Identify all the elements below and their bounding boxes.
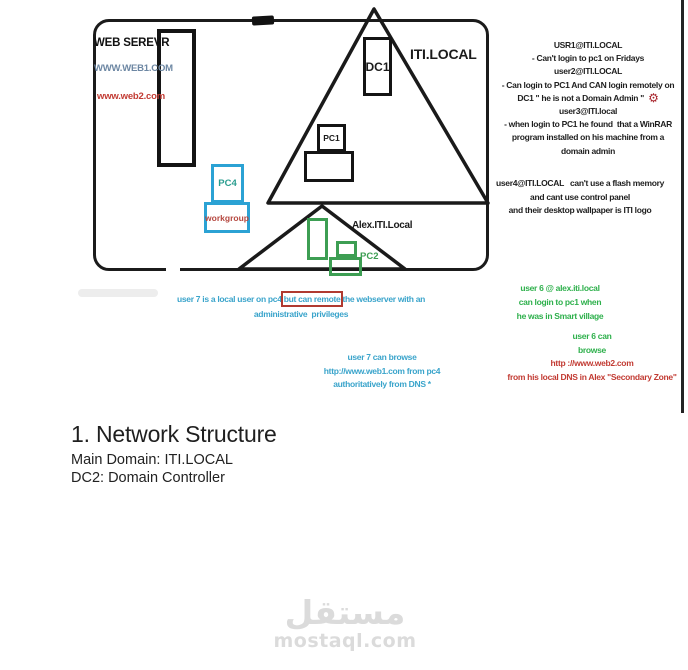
note-line: user4@ITI.LOCAL can't use a flash memory xyxy=(495,178,665,188)
note-line: user 7 can browse xyxy=(347,352,417,362)
note-line: user2@ITI.LOCAL xyxy=(553,66,623,77)
iti-domain-label: ITI.LOCAL xyxy=(410,46,477,62)
page-title: 1. Network Structure xyxy=(71,421,277,447)
caption-main-domain: Main Domain: ITI.LOCAL xyxy=(71,452,233,468)
alex-subdomain-label: Alex.ITI.Local xyxy=(352,220,413,231)
note-line: from his local DNS in Alex "Secondary Zo… xyxy=(507,371,677,382)
user6-browse-note: user 6 can browse http ://www.web2.com f… xyxy=(502,330,682,384)
user7-remote-note: user 7 is a local user on pc4 but can re… xyxy=(151,291,451,322)
users-1-2-3-notes: USR1@ITI.LOCAL - Can't login to pc1 on F… xyxy=(488,39,688,158)
note-line: domain admin xyxy=(560,145,616,156)
remote-highlight-box: but can remote xyxy=(280,291,344,307)
note-line: user 6 @ alex.iti.local xyxy=(520,283,600,293)
note-line: administrative privileges xyxy=(253,309,349,319)
pc2-label: PC2 xyxy=(360,251,379,262)
note-line: browse xyxy=(578,344,606,355)
web2-url: www.web2.com xyxy=(97,91,165,102)
web-server-title: WEB SEREVR xyxy=(94,37,170,49)
note-line: USR1@ITI.LOCAL xyxy=(553,40,623,50)
page-edge-line xyxy=(681,0,684,413)
user7-browse-note: user 7 can browse http://www.web1.com fr… xyxy=(312,351,452,392)
watermark-arabic-logo: مستقل xyxy=(284,593,406,632)
watermark-domain-text: mostaql.com xyxy=(273,630,417,652)
pc4-label: PC4 xyxy=(218,178,237,189)
note-line: http://www.web1.com from pc4 xyxy=(323,365,441,376)
dc1-server-box: DC1 xyxy=(363,37,392,96)
alex-server-rect xyxy=(307,218,328,260)
note-line: and cant use control panel xyxy=(530,191,630,202)
note-line: http ://www.web2.com xyxy=(550,358,634,368)
web1-url: WWW.WEB1.COM xyxy=(94,63,173,74)
note-line-with-gear: DC1 " he is not a Domain Admin " ⚙ xyxy=(488,90,688,105)
user6-login-note: user 6 @ alex.iti.local can login to pc1… xyxy=(480,281,640,323)
web-server-tower xyxy=(157,29,196,167)
caption-dc2: DC2: Domain Controller xyxy=(71,470,225,486)
user4-notes: user4@ITI.LOCAL can't use a flash memory… xyxy=(480,177,680,218)
note-line: and their desktop wallpaper is ITI logo xyxy=(508,205,652,215)
note-line: - when login to PC1 he found that a WinR… xyxy=(504,119,672,130)
workgroup-box: workgroup xyxy=(204,202,250,233)
watermark: مستقل mostaql.com xyxy=(260,593,430,652)
note-line: - Can login to PC1 And CAN login remotel… xyxy=(501,79,675,90)
faint-eraser-smudge xyxy=(78,289,158,297)
pc2-base xyxy=(329,257,362,276)
pc1-label: PC1 xyxy=(323,133,340,143)
note-line: can login to pc1 when xyxy=(518,297,602,307)
note-line: program installed on his machine from a xyxy=(511,132,665,143)
border-erased-gap xyxy=(166,263,180,273)
note-text: the webserver with an xyxy=(340,294,426,304)
note-line: authoritatively from DNS * xyxy=(333,379,431,389)
ink-smudge xyxy=(251,15,275,26)
gear-icon: ⚙ xyxy=(648,90,659,105)
dc1-label: DC1 xyxy=(365,59,390,74)
note-line: he was in Smart village xyxy=(516,311,604,321)
note-line: user 6 can xyxy=(572,331,612,341)
pc2-monitor xyxy=(336,241,357,257)
note-line: - Can't login to pc1 on Fridays xyxy=(531,53,645,64)
pc1-base xyxy=(304,151,354,182)
note-text: user 7 is a local user on pc4 xyxy=(176,294,284,304)
pc1-monitor: PC1 xyxy=(317,124,346,152)
caption-block: 1. Network Structure Main Domain: ITI.LO… xyxy=(71,421,277,487)
pc4-box: PC4 xyxy=(211,164,244,203)
note-line: user 7 is a local user on pc4 but can re… xyxy=(151,291,451,307)
note-line: user3@ITI.local xyxy=(558,106,618,117)
workgroup-label: workgroup xyxy=(205,212,249,223)
note-line: DC1 " he is not a Domain Admin " xyxy=(517,92,644,103)
